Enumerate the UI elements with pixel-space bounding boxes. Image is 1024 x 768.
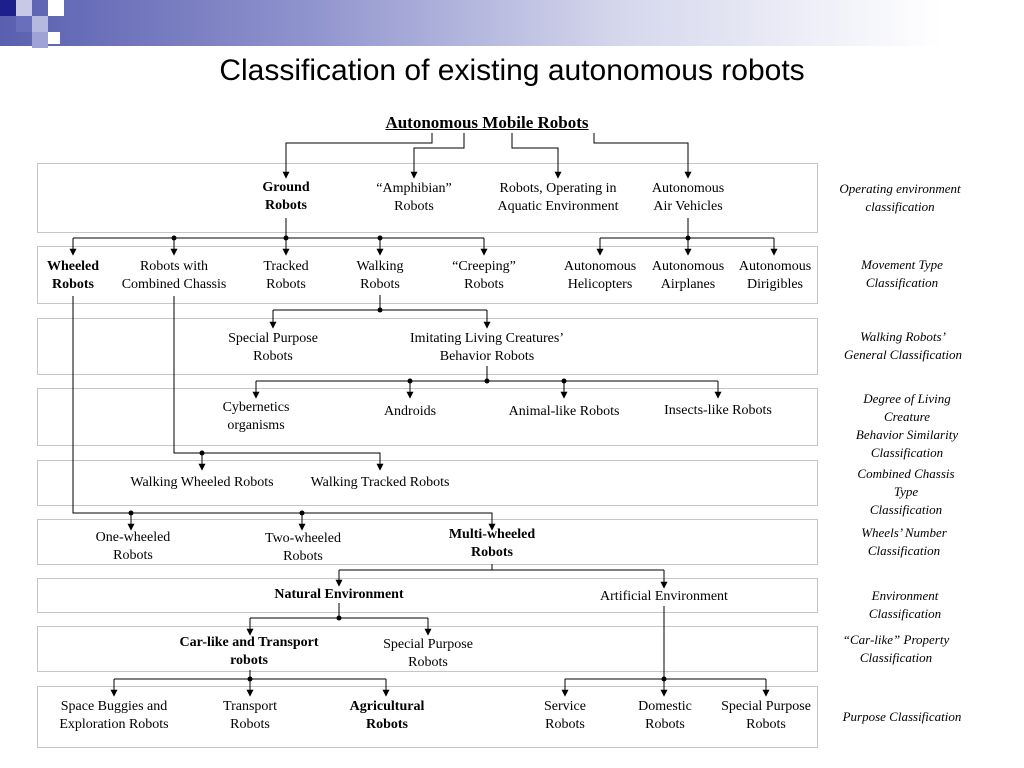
connector-line — [282, 133, 433, 179]
classification-label: Wheels’ Number Classification — [861, 525, 947, 558]
node-service-robots: Service Robots — [544, 699, 586, 732]
junction-dot — [377, 307, 383, 313]
decorative-square — [16, 0, 32, 16]
junction-dot — [685, 235, 691, 241]
node-cybernetics-organisms: Cybernetics organisms — [222, 400, 290, 433]
junction-dot — [199, 450, 205, 456]
node-animal-like-robots: Animal-like Robots — [508, 404, 620, 419]
junction-dot — [128, 510, 134, 516]
node-imitating-creatures: Imitating Living Creatures’ Behavior Rob… — [410, 331, 564, 364]
junction-dot — [283, 235, 289, 241]
node-ground-robots: Ground Robots — [262, 180, 310, 213]
classification-label: Movement Type Classification — [861, 257, 943, 290]
node-aquatic-robots: Robots, Operating in Aquatic Environment — [497, 181, 619, 214]
node-wheeled-robots: Wheeled Robots — [46, 259, 100, 292]
junction-dot — [336, 615, 342, 621]
node-insects-like-robots: Insects-like Robots — [664, 403, 772, 418]
node-two-wheeled-robots: Two-wheeled Robots — [265, 531, 341, 564]
decorative-square — [48, 0, 64, 16]
connector-line — [173, 296, 384, 471]
node-car-like-transport-robots: Car-like and Transport robots — [179, 635, 319, 668]
node-multi-wheeled-robots: Multi-wheeled Robots — [448, 527, 536, 560]
node-walking-tracked-robots: Walking Tracked Robots — [310, 475, 450, 490]
junction-dot — [171, 235, 177, 241]
classification-label: Purpose Classification — [842, 709, 962, 724]
node-amphibian-robots: “Amphibian” Robots — [376, 181, 452, 214]
connector-line — [593, 133, 692, 179]
node-combined-chassis: Robots with Combined Chassis — [121, 259, 227, 292]
node-autonomous-dirigibles: Autonomous Dirigibles — [738, 259, 812, 292]
node-transport-robots: Transport Robots — [223, 699, 277, 732]
junction-dot — [661, 676, 667, 682]
band-environment — [37, 578, 818, 613]
node-domestic-robots: Domestic Robots — [638, 699, 692, 732]
classification-label: Operating environment classification — [839, 181, 961, 214]
node-special-purpose-robots: Special Purpose Robots — [383, 637, 473, 670]
band-wheels-number — [37, 519, 818, 565]
header-gradient-bar — [0, 0, 1024, 46]
node-special-purpose-robots: Special Purpose Robots — [228, 331, 318, 364]
classification-label: Environment Classification — [868, 588, 942, 621]
connector-line — [511, 133, 562, 179]
band-combined-chassis — [37, 460, 818, 506]
band-purpose — [37, 686, 818, 748]
junction-dot — [247, 676, 253, 682]
junction-dot — [407, 378, 413, 384]
classification-label: “Car-like” Property Classification — [842, 632, 950, 665]
classification-label: Degree of Living Creature Behavior Simil… — [855, 391, 959, 460]
connector-line — [72, 296, 496, 531]
junction-dot — [484, 378, 490, 384]
node-natural-environment: Natural Environment — [274, 587, 404, 602]
node-walking-wheeled-robots: Walking Wheeled Robots — [130, 475, 274, 490]
classification-label: Combined Chassis Type Classification — [857, 466, 955, 517]
node-androids: Androids — [383, 404, 437, 419]
band-walking-general — [37, 318, 818, 375]
classification-label: Walking Robots’ General Classification — [843, 329, 963, 362]
node-agricultural-robots: Agricultural Robots — [349, 699, 425, 732]
connector-line — [410, 133, 465, 179]
band-living-creature — [37, 388, 818, 446]
decorative-square — [16, 16, 32, 32]
decorative-square — [32, 32, 48, 48]
slide-title: Classification of existing autonomous ro… — [219, 54, 805, 87]
node-autonomous-airplanes: Autonomous Airplanes — [651, 259, 725, 292]
node-autonomous-helicopters: Autonomous Helicopters — [563, 259, 637, 292]
junction-dot — [377, 235, 383, 241]
node-air-vehicles: Autonomous Air Vehicles — [651, 181, 725, 214]
node-space-buggies: Space Buggies and Exploration Robots — [59, 699, 169, 732]
decorative-square — [32, 16, 48, 32]
node-walking-robots: Walking Robots — [356, 259, 404, 292]
node-one-wheeled-robots: One-wheeled Robots — [95, 530, 171, 563]
node-special-purpose-robots: Special Purpose Robots — [721, 699, 811, 732]
decorative-square — [0, 0, 16, 16]
junction-dot — [299, 510, 305, 516]
decorative-square — [48, 32, 60, 44]
node-creeping-robots: “Creeping” Robots — [452, 259, 516, 292]
root-node: Autonomous Mobile Robots — [385, 113, 589, 132]
junction-dot — [561, 378, 567, 384]
node-tracked-robots: Tracked Robots — [263, 259, 309, 292]
node-artificial-environment: Artificial Environment — [600, 589, 728, 604]
